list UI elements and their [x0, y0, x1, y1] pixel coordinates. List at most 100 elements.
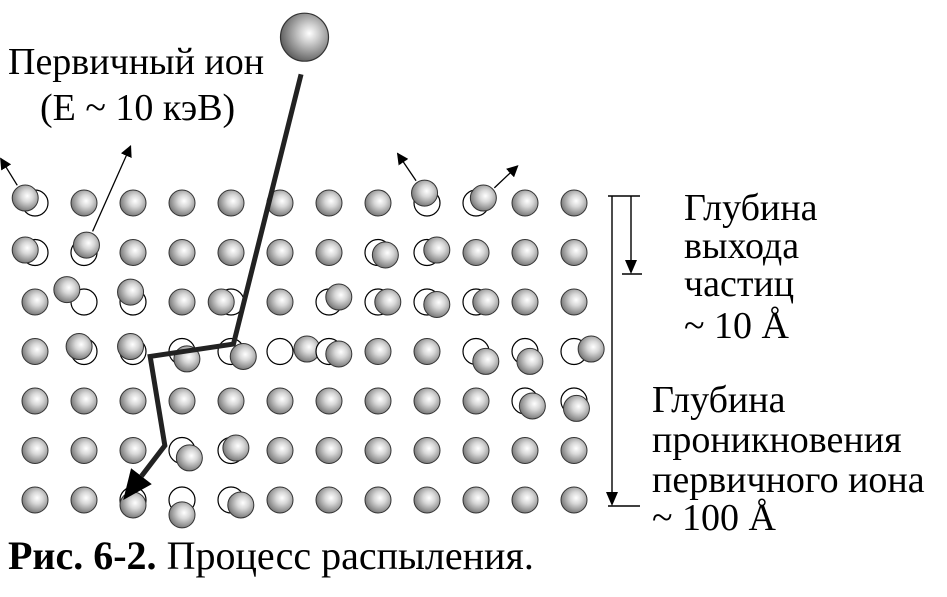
lattice-atom — [462, 486, 490, 514]
displaced-atom — [207, 288, 235, 316]
lattice-atom — [266, 437, 294, 464]
lattice-atom — [315, 189, 343, 217]
lattice-atom — [21, 288, 49, 316]
lattice-atom — [168, 189, 196, 217]
displaced-atom — [11, 184, 39, 212]
lattice-atom — [315, 486, 343, 514]
lattice-atom — [413, 437, 441, 464]
sputtered-atom-arrow — [92, 145, 132, 232]
ion-trajectory-line — [139, 73, 304, 478]
penetration-depth-label-3: первичного иона — [652, 459, 925, 501]
lattice-atom — [266, 239, 294, 266]
lattice-atom — [70, 437, 98, 464]
lattice-atom — [315, 387, 343, 415]
lattice-atom — [413, 387, 441, 415]
displaced-atom — [117, 278, 145, 306]
lattice-atom — [21, 338, 49, 365]
displaced-atom — [229, 342, 257, 370]
lattice-atom — [315, 239, 343, 266]
lattice-atom — [70, 387, 98, 415]
sputtered-atom-arrow — [493, 165, 519, 189]
displaced-atom — [577, 335, 605, 363]
lattice-atom — [119, 239, 147, 266]
displaced-atom — [374, 288, 402, 316]
displaced-atom — [53, 276, 81, 304]
ion-trajectory-arrowhead — [123, 468, 152, 500]
displaced-atom — [371, 241, 399, 269]
displaced-atom — [119, 491, 147, 519]
lattice-atom — [364, 338, 392, 365]
displaced-atom — [11, 236, 39, 264]
lattice-atom — [462, 437, 490, 464]
lattice-atom — [511, 189, 539, 217]
lattice-atom — [560, 189, 588, 217]
lattice-atom — [560, 239, 588, 266]
lattice-atom — [413, 486, 441, 514]
lattice-atom — [364, 189, 392, 217]
depth-scale — [608, 195, 642, 507]
lattice-atom — [560, 437, 588, 464]
lattice-atom — [119, 387, 147, 415]
lattice-atom — [119, 189, 147, 217]
lattice-atom — [266, 486, 294, 514]
primary-ion — [279, 12, 330, 62]
primary-ion-energy: (E ~ 10 кэВ) — [40, 87, 235, 129]
escape-depth-value: ~ 10 Å — [684, 305, 790, 347]
lattice-atom — [315, 437, 343, 464]
sputtered-atom-arrows — [0, 145, 519, 232]
lattice-atom — [266, 288, 294, 316]
displaced-atom — [65, 333, 93, 361]
sputtered-atom-arrow — [396, 152, 417, 182]
displaced-atom — [175, 444, 203, 472]
lattice-atom — [70, 486, 98, 514]
lattice-atom — [511, 437, 539, 464]
vacancy-site — [266, 337, 294, 366]
displaced-atom — [472, 347, 500, 375]
escape-depth-label-2: выхода — [684, 225, 799, 267]
penetration-depth-value: ~ 100 Å — [652, 497, 777, 539]
figure-number: Рис. 6-2. — [8, 533, 157, 578]
lattice-atom — [364, 437, 392, 464]
displaced-atom — [325, 283, 353, 311]
lattice-atom — [168, 288, 196, 316]
lattice-atom — [413, 338, 441, 365]
lattice-atom — [119, 437, 147, 464]
escape-depth-label-3: частиц — [684, 263, 794, 305]
sputtered-atom-arrow — [0, 157, 18, 186]
lattice-atom — [266, 387, 294, 415]
lattice-atom — [70, 189, 98, 217]
displaced-atom — [168, 501, 196, 529]
lattice-atom — [511, 239, 539, 266]
lattice-atom — [364, 387, 392, 415]
displaced-atom — [325, 340, 353, 368]
displaced-atom — [516, 347, 544, 375]
displaced-atom — [423, 236, 451, 264]
displaced-atom — [117, 333, 145, 361]
lattice-atom — [21, 437, 49, 464]
displaced-atom — [472, 288, 500, 316]
displaced-atom — [72, 231, 100, 259]
lattice-atom — [462, 239, 490, 266]
lattice-atom — [217, 239, 245, 266]
displaced-atom — [469, 184, 497, 212]
lattice-atom — [511, 486, 539, 514]
lattice-atom — [21, 486, 49, 514]
lattice-atom — [511, 288, 539, 316]
displaced-atom — [222, 434, 250, 462]
figure-caption-text: Процесс распыления. — [156, 533, 534, 578]
lattice-atom — [364, 486, 392, 514]
lattice-atom — [217, 387, 245, 415]
displaced-atom — [411, 179, 439, 207]
primary-ion-label: Первичный ион — [8, 41, 264, 83]
lattice-atom — [168, 387, 196, 415]
displaced-atom — [227, 491, 255, 519]
primary-ion-trajectory — [123, 12, 330, 500]
lattice-atom — [560, 486, 588, 514]
lattice-atom — [217, 189, 245, 217]
penetration-depth-label-2: проникновения — [652, 419, 902, 461]
escape-depth-label-1: Глубина — [684, 187, 818, 229]
displaced-atom — [562, 394, 590, 422]
lattice-atom — [168, 239, 196, 266]
lattice-atom — [462, 387, 490, 415]
